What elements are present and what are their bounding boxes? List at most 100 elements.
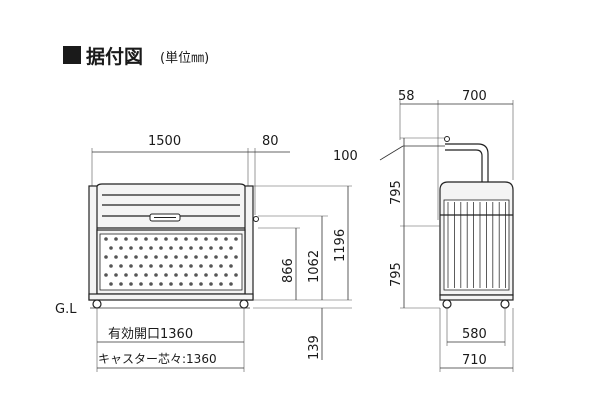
- perforation-hole: [224, 255, 228, 259]
- perforation-hole: [179, 246, 183, 250]
- dim-139: 139: [307, 335, 322, 360]
- perforation-hole: [124, 255, 128, 259]
- perforation-hole: [224, 237, 228, 241]
- perforation-hole: [209, 264, 213, 268]
- perforation-hole: [159, 246, 163, 250]
- perforation-hole: [154, 255, 158, 259]
- page-title: 据付図: [86, 45, 143, 68]
- perforation-hole: [134, 273, 138, 277]
- perforation-hole: [184, 255, 188, 259]
- perforation-hole: [229, 282, 233, 286]
- perforation-hole: [149, 246, 153, 250]
- dim-795-upper: 795: [389, 180, 404, 205]
- dim-effective-opening: 有効開口1360: [108, 327, 193, 342]
- dim-58: 58: [398, 89, 415, 104]
- side-base: [439, 294, 514, 301]
- perforation-hole: [189, 282, 193, 286]
- perforation-hole: [124, 237, 128, 241]
- side-slats: [447, 202, 507, 288]
- perforation-hole: [234, 237, 238, 241]
- perforation-hole: [114, 255, 118, 259]
- perforation-hole: [209, 246, 213, 250]
- perforation-hole: [194, 237, 198, 241]
- perforation-hole: [114, 273, 118, 277]
- dim-side-80: 80: [262, 134, 279, 149]
- perforation-hole: [214, 237, 218, 241]
- perforation-hole: [129, 282, 133, 286]
- side-knob: [253, 216, 259, 222]
- dim-width-1500: 1500: [148, 134, 181, 149]
- side-view: 58 700 100 795 795 580 710: [333, 89, 514, 372]
- dim-caster-center: キャスター芯々:1360: [98, 352, 217, 366]
- perforation-hole: [179, 264, 183, 268]
- dim-580: 580: [462, 327, 487, 342]
- ground-label: G.L: [55, 302, 77, 317]
- perforation-hole: [214, 273, 218, 277]
- perforation-hole: [204, 255, 208, 259]
- perforation-hole: [159, 282, 163, 286]
- base-frame: [88, 293, 254, 301]
- dim-710: 710: [462, 353, 487, 368]
- perforation-hole: [129, 264, 133, 268]
- dim-100: 100: [333, 149, 358, 164]
- side-caster-left-icon: [442, 299, 452, 309]
- perforation-hole: [189, 264, 193, 268]
- title-square-icon: [63, 46, 81, 64]
- perforation-hole: [234, 255, 238, 259]
- perforation-hole: [234, 273, 238, 277]
- perforation-hole: [169, 264, 173, 268]
- perforation-hole: [169, 246, 173, 250]
- perforation-hole: [149, 282, 153, 286]
- perforation-hole: [154, 237, 158, 241]
- perforation-hole: [134, 255, 138, 259]
- dim-1062: 1062: [307, 250, 322, 283]
- perforation-hole: [144, 255, 148, 259]
- perforation-hole: [124, 273, 128, 277]
- perforation-hole: [219, 282, 223, 286]
- perforation-hole: [134, 237, 138, 241]
- perforation-hole: [199, 282, 203, 286]
- perforation-hole: [164, 237, 168, 241]
- perforation-hole: [129, 246, 133, 250]
- perforation-hole: [109, 264, 113, 268]
- perforation-hole: [174, 255, 178, 259]
- perforation-hole: [199, 264, 203, 268]
- perforation-hole: [139, 264, 143, 268]
- perforation-hole: [204, 273, 208, 277]
- perforation-hole: [174, 237, 178, 241]
- perforation-hole: [154, 273, 158, 277]
- perforation-hole: [229, 246, 233, 250]
- perforation-hole: [219, 246, 223, 250]
- perforation-hole: [209, 282, 213, 286]
- side-caster-right-icon: [500, 299, 510, 309]
- perforation-hole: [214, 255, 218, 259]
- perforation-hole: [159, 264, 163, 268]
- perforation-hole: [104, 273, 108, 277]
- dim-1196: 1196: [333, 229, 348, 262]
- perforation-hole: [194, 273, 198, 277]
- perforation-hole: [224, 273, 228, 277]
- perforation-hole: [139, 282, 143, 286]
- perforation-hole: [149, 264, 153, 268]
- perforation-hole: [189, 246, 193, 250]
- perforation-hole: [164, 255, 168, 259]
- perforation-hole: [184, 237, 188, 241]
- lid-arm: [445, 143, 489, 182]
- perforation-hole: [219, 264, 223, 268]
- caster-right-icon: [239, 299, 249, 309]
- perforation-hole: [144, 237, 148, 241]
- dim-866: 866: [281, 258, 296, 283]
- perforation-hole: [184, 273, 188, 277]
- perforation-hole: [109, 246, 113, 250]
- perforation-hole: [179, 282, 183, 286]
- left-post: [88, 185, 98, 301]
- perforation-hole: [199, 246, 203, 250]
- dim-795-lower: 795: [389, 262, 404, 287]
- perforation-hole: [164, 273, 168, 277]
- unit-note: (単位㎜): [160, 50, 209, 66]
- perforation-hole: [119, 264, 123, 268]
- perforation-hole: [194, 255, 198, 259]
- perforation-hole: [229, 264, 233, 268]
- perforation-hole: [204, 237, 208, 241]
